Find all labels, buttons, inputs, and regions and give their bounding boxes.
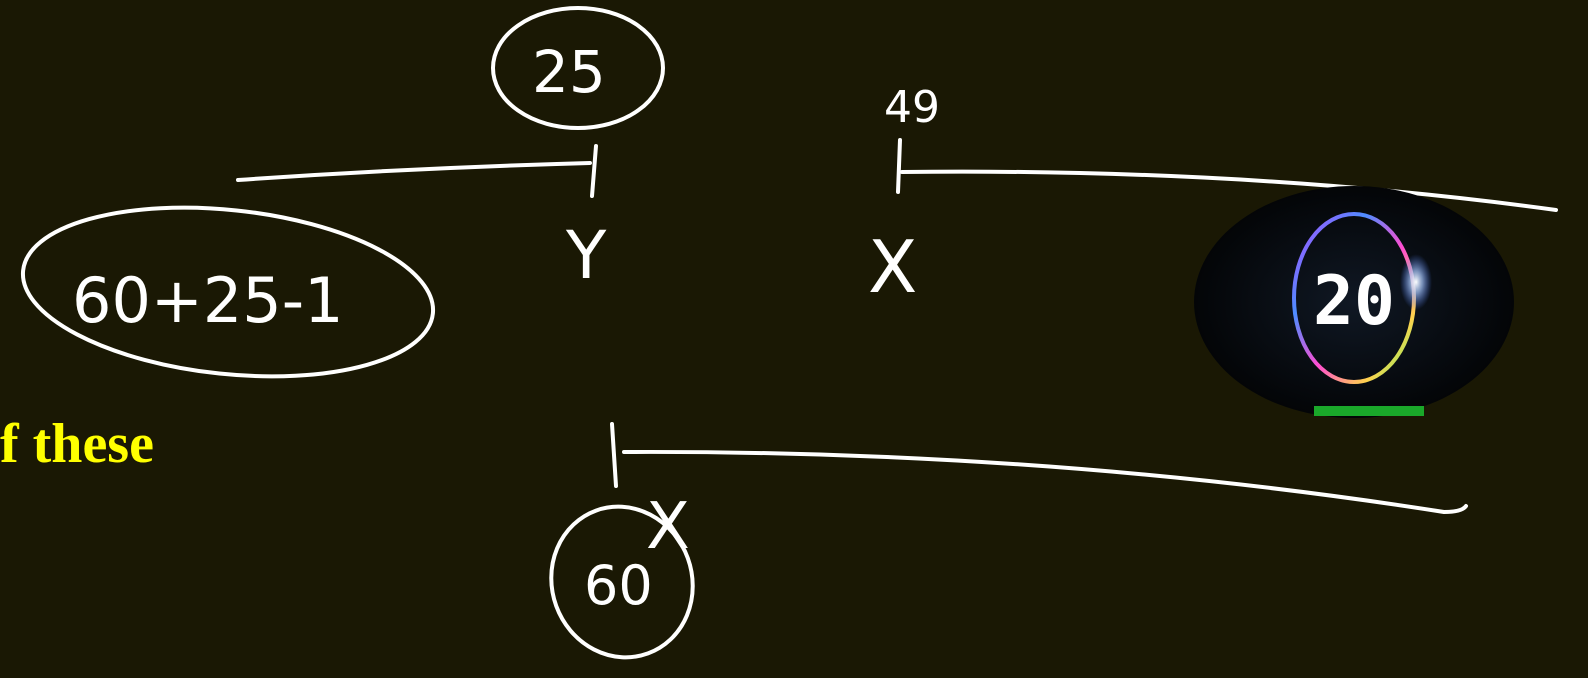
bottom-line — [622, 449, 1468, 514]
left-line — [236, 161, 592, 182]
bottom-tick — [610, 422, 618, 488]
timer-flare — [1400, 254, 1432, 310]
timer-value: 20 — [1313, 262, 1395, 341]
timer-green-strip — [1314, 406, 1424, 416]
countdown-timer: 20 — [1194, 186, 1514, 418]
bottom-circle — [549, 504, 695, 660]
left-tick — [590, 144, 598, 198]
x-mark-right: X — [868, 225, 917, 309]
bottom-circle-text: 60 — [584, 554, 653, 617]
slide-heading-fragment: f these — [0, 413, 154, 475]
left-ellipse — [20, 205, 436, 379]
top-circle — [491, 6, 665, 130]
left-ellipse-text: 60+25-1 — [72, 264, 344, 337]
y-mark: Y — [565, 217, 607, 294]
timer-background — [1194, 186, 1514, 418]
right-tick — [896, 138, 902, 194]
right-line — [900, 169, 1558, 212]
top-right-label: 49 — [884, 82, 940, 133]
top-circle-text: 25 — [532, 38, 606, 106]
